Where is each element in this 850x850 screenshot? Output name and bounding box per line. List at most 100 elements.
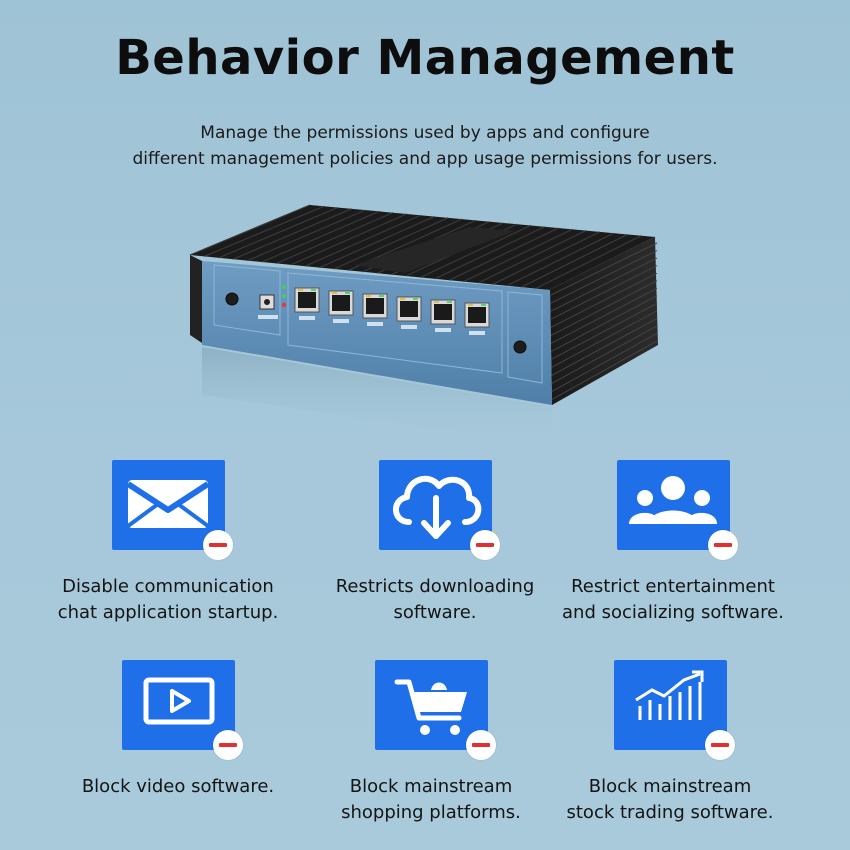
side-fin xyxy=(550,265,658,320)
feature-caption: Block video software. xyxy=(53,774,303,800)
caption-line-2: and socializing software. xyxy=(562,602,784,623)
front-panel-left-inset xyxy=(213,264,281,336)
block-minus-badge xyxy=(465,730,496,760)
heatsink-fin xyxy=(434,226,545,280)
heatsink-fin xyxy=(276,212,394,264)
side-fin xyxy=(550,295,658,352)
side-fin xyxy=(550,317,658,377)
side-fin xyxy=(550,250,658,304)
block-minus-badge xyxy=(707,530,738,560)
left-cap xyxy=(190,255,202,343)
caption-line-1: Block video software. xyxy=(81,776,275,797)
caption-line-1: Block mainstream xyxy=(349,776,513,797)
block-minus-badge xyxy=(212,730,243,760)
heatsink-fin xyxy=(189,204,311,256)
feature-caption: Block mainstream shopping platforms. xyxy=(306,774,556,826)
feature-icon-tile xyxy=(111,460,233,560)
subtitle-line-1: Manage the permissions used by apps and … xyxy=(200,123,650,143)
caption-line-1: Restricts downloading xyxy=(335,576,535,597)
video-play-icon xyxy=(143,677,214,725)
heatsink-fin xyxy=(420,224,532,278)
feature-card-shopping: Block mainstream shopping platforms. xyxy=(306,660,556,826)
side-fin xyxy=(550,287,658,344)
heatsink-fin xyxy=(506,232,614,287)
heatsink-fin xyxy=(261,210,380,263)
heatsink-fin xyxy=(204,205,325,257)
side-fin xyxy=(550,333,658,393)
side-fin xyxy=(550,310,658,369)
feature-card-communication: Disable communication chat application s… xyxy=(43,460,293,626)
feature-icon-tile xyxy=(121,660,243,760)
subtitle-line-2: different management policies and app us… xyxy=(132,149,718,169)
ethernet-port xyxy=(396,296,422,329)
side-fin xyxy=(550,272,658,328)
front-panel-inset xyxy=(287,272,503,374)
side-fins xyxy=(550,242,658,401)
front-panel xyxy=(202,261,552,405)
device-reflection xyxy=(202,347,552,445)
feature-icon-tile xyxy=(374,660,496,760)
heatsink-fin xyxy=(218,207,338,259)
page-title: Behavior Management xyxy=(115,30,735,86)
cloud-download-icon xyxy=(392,475,481,539)
led-green-2 xyxy=(281,293,287,299)
side-fin xyxy=(550,242,658,296)
heatsink-fin xyxy=(520,233,628,288)
ethernet-port xyxy=(430,299,456,332)
stock-chart-icon xyxy=(634,670,703,720)
group-users-icon xyxy=(628,476,717,524)
side-fin xyxy=(550,325,658,385)
block-minus-badge xyxy=(469,530,500,560)
feature-caption: Disable communication chat application s… xyxy=(43,574,293,626)
side-fin xyxy=(550,302,658,361)
feature-icon-tile xyxy=(378,460,500,560)
feature-caption: Restricts downloading software. xyxy=(310,574,560,626)
led-red xyxy=(281,302,287,308)
feature-caption: Restrict entertainment and socializing s… xyxy=(548,574,798,626)
ethernet-port xyxy=(294,287,320,320)
block-minus-badge xyxy=(202,530,233,560)
side-fin xyxy=(550,257,658,312)
caption-line-2: chat application startup. xyxy=(57,602,279,623)
envelope-icon xyxy=(125,480,210,528)
heatsink-fin xyxy=(535,235,642,290)
side-fin xyxy=(550,280,658,336)
caption-line-1: Disable communication xyxy=(62,576,274,597)
feature-card-video: Block video software. xyxy=(53,660,303,800)
led-green-1 xyxy=(281,284,287,290)
front-panel-right-inset xyxy=(507,291,543,384)
ethernet-port xyxy=(362,293,388,326)
heatsink-center-ridge xyxy=(355,227,515,273)
page-subtitle: Manage the permissions used by apps and … xyxy=(60,120,790,172)
dc-label xyxy=(258,315,278,319)
heatsink-fin xyxy=(290,213,407,266)
caption-line-1: Block mainstream xyxy=(588,776,752,797)
heatsink-fin xyxy=(304,214,421,267)
feature-card-downloading: Restricts downloading software. xyxy=(310,460,560,626)
block-minus-badge xyxy=(704,730,735,760)
ethernet-port xyxy=(328,290,354,323)
heatsink-fin xyxy=(333,217,449,270)
heatsink-fin xyxy=(247,209,366,262)
feature-icon-tile xyxy=(613,660,735,760)
heatsink-fin xyxy=(492,231,601,285)
caption-line-2: stock trading software. xyxy=(566,802,774,823)
heatsink-fin xyxy=(463,228,573,283)
shopping-cart-icon xyxy=(394,679,467,735)
heatsink-fin xyxy=(319,215,435,269)
heatsink-fin xyxy=(477,230,587,284)
ethernet-port xyxy=(464,302,490,335)
feature-card-entertainment: Restrict entertainment and socializing s… xyxy=(548,460,798,626)
feature-icon-tile xyxy=(616,460,738,560)
caption-line-1: Restrict entertainment xyxy=(571,576,775,597)
mini-pc-device-image xyxy=(189,204,658,445)
power-button xyxy=(225,292,239,306)
heatsink-fin xyxy=(232,208,352,260)
caption-line-2: software. xyxy=(393,602,477,623)
feature-caption: Block mainstream stock trading software. xyxy=(545,774,795,826)
ethernet-ports xyxy=(294,287,490,335)
heatsink-fin xyxy=(448,227,559,281)
reset-button xyxy=(513,340,527,354)
caption-line-2: shopping platforms. xyxy=(341,802,521,823)
side-fin xyxy=(550,340,658,401)
